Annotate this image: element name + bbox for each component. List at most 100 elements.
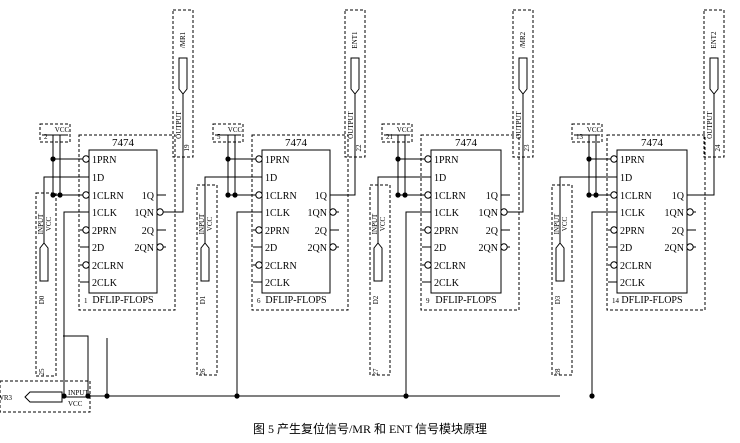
chip-boundary [251, 134, 349, 311]
inversion-bubble [329, 243, 337, 251]
pin-label: 2Q [672, 226, 685, 237]
junction-dot [589, 393, 595, 399]
pin-label: 1D [265, 173, 277, 184]
clock-input-boundary [0, 380, 91, 413]
pin-label: 1D [620, 173, 632, 184]
pin-label: 2PRN [620, 226, 644, 237]
pin-label: 1Q [672, 191, 685, 202]
chip-boundary [606, 134, 706, 311]
inversion-bubble [424, 155, 432, 163]
pin-label: 1CLRN [620, 191, 652, 202]
junction-dot [57, 192, 63, 198]
junction-dot [593, 192, 599, 198]
junction-dot [232, 192, 238, 198]
inversion-bubble [424, 191, 432, 199]
junction-dot [225, 192, 231, 198]
d-input-wire [559, 176, 608, 243]
pin-label: 2D [434, 243, 446, 254]
chip-body [616, 149, 688, 294]
chip-instance-number: 6 [257, 297, 261, 305]
input-vcc-label: VCC [206, 216, 214, 231]
input-name: D3 [554, 295, 562, 304]
chip-body [430, 149, 502, 294]
junction-dot [50, 156, 56, 162]
vcc-pin-number: 5 [217, 133, 221, 141]
pin-label: 2QN [479, 243, 498, 254]
pin-label: 2CLK [265, 278, 291, 289]
inversion-bubble [156, 243, 164, 251]
output-pin-number: 23 [523, 144, 531, 152]
output-port [350, 57, 360, 95]
output-name: ENT2 [710, 31, 718, 49]
vcc-box [571, 123, 603, 143]
chip-part-number: 7474 [455, 137, 478, 149]
vcc-label: VCC [587, 126, 602, 134]
chip-name: DFLIP-FLOPS [92, 295, 153, 306]
pin-label: 2CLK [92, 278, 118, 289]
pin-label: 1D [434, 173, 446, 184]
pin-label: 1Q [486, 191, 499, 202]
clock-wire [63, 211, 80, 396]
inversion-bubble [82, 155, 90, 163]
junction-dot [225, 156, 231, 162]
input-pin-number: 28 [554, 368, 562, 376]
pin-label: 2QN [135, 243, 154, 254]
input-port [555, 242, 565, 282]
inversion-bubble [500, 243, 508, 251]
pin-label: 1D [92, 173, 104, 184]
clock-input-label: INPUT [68, 389, 89, 397]
input-name: D0 [38, 295, 46, 304]
output-wire [166, 94, 184, 213]
vcc-label: VCC [55, 126, 70, 134]
pin-label: 2CLRN [265, 261, 297, 272]
chip-name: DFLIP-FLOPS [435, 295, 496, 306]
junction-dot [586, 156, 592, 162]
input-label: INPUT [371, 213, 379, 234]
output-port [518, 57, 528, 95]
pin-label: 2CLRN [620, 261, 652, 272]
clock-wire [236, 211, 253, 396]
output-wire [510, 94, 524, 213]
pin-label: 2PRN [434, 226, 458, 237]
input-name: D2 [372, 295, 380, 304]
pin-label: 1Q [142, 191, 155, 202]
d-input-wire [204, 176, 253, 243]
pin-label: 2D [92, 243, 104, 254]
inversion-bubble [424, 261, 432, 269]
pin-label: 2QN [665, 243, 684, 254]
pin-label: 1QN [665, 208, 684, 219]
vcc-box [39, 123, 71, 143]
input-pin-number: 25 [38, 368, 46, 376]
input-vcc-label: VCC [45, 216, 53, 231]
output-wire [339, 94, 356, 196]
pin-label: 1CLK [265, 208, 291, 219]
pin-label: 1PRN [265, 155, 289, 166]
inversion-bubble [255, 155, 263, 163]
input-label: INPUT [553, 213, 561, 234]
output-name: /MR1 [179, 31, 187, 48]
output-port [709, 57, 719, 95]
pin-label: 1CLRN [92, 191, 124, 202]
clock-input-port [24, 391, 63, 403]
inversion-bubble [500, 208, 508, 216]
pin-label: 1CLK [434, 208, 460, 219]
pin-label: 2Q [315, 226, 328, 237]
input-port [200, 242, 210, 282]
chip-body [88, 149, 158, 294]
clock-wire [591, 211, 608, 396]
input-name: D1 [199, 295, 207, 304]
input-pin-number: 27 [372, 368, 380, 376]
pin-label: 2PRN [92, 226, 116, 237]
output-label: OUTPUT [706, 110, 714, 138]
chip-part-number: 7474 [112, 137, 135, 149]
chip-part-number: 7474 [285, 137, 308, 149]
pin-label: 1CLRN [265, 191, 297, 202]
inversion-bubble [329, 208, 337, 216]
inversion-bubble [686, 208, 694, 216]
output-pin-number: 22 [355, 144, 363, 152]
output-wire [696, 94, 715, 196]
junction-dot [50, 192, 56, 198]
pin-label: 1QN [479, 208, 498, 219]
clock-input-vcc: VCC [68, 400, 83, 408]
